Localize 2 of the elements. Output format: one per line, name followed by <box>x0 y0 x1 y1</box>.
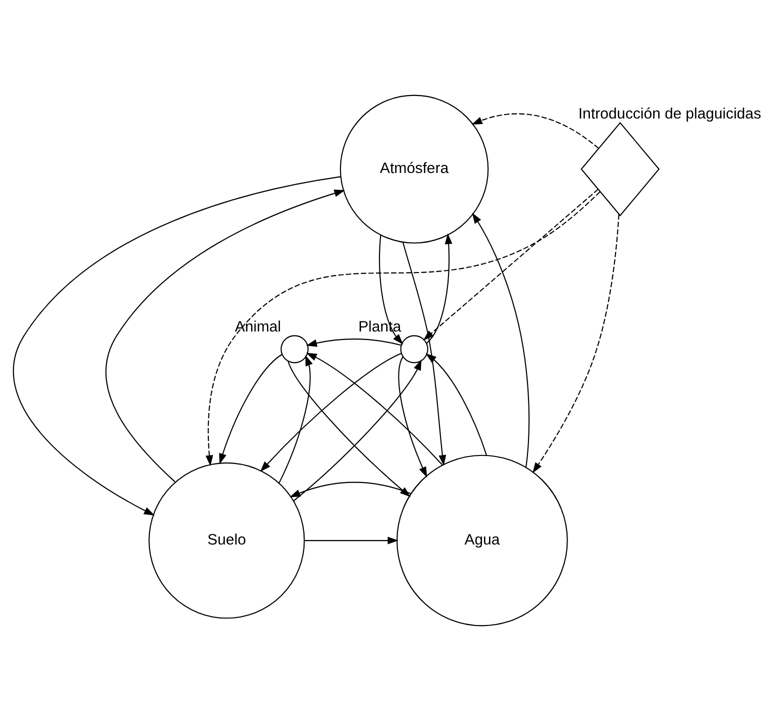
node-label: Animal <box>234 318 281 336</box>
node-label: Introducción de plaguicidas <box>578 105 762 122</box>
